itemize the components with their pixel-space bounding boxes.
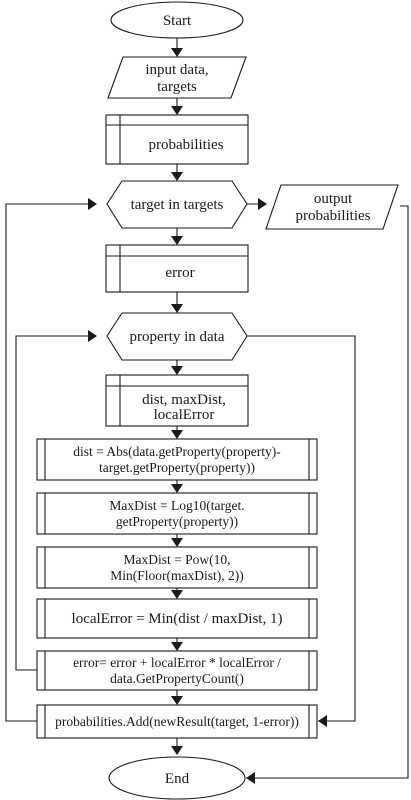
property-loop-label: property in data [130,329,225,345]
input-label-line2: targets [157,79,197,95]
add-result-process: probabilities.Add(newResult(target, 1-er… [36,704,318,739]
start-terminal: Start [110,1,244,39]
end-terminal: End [108,756,246,800]
dist-label-line1: dist = Abs(data.getProperty(property)- [73,444,281,459]
arrowhead [171,236,183,245]
local-error-process: localError = Min(dist / maxDist, 1) [36,598,318,639]
add-result-label: probabilities.Add(newResult(target, 1-er… [55,714,299,729]
maxdist-pow-label-line1: MaxDist = Pow(10, [124,552,231,567]
probabilities-label: probabilities [149,137,224,153]
probabilities-declaration: probabilities [105,114,249,165]
error-declaration: error [105,244,249,293]
property-loop: property in data [106,312,248,361]
arrowhead [171,746,183,755]
error-update-label-line1: error= error + localError * localError / [73,655,281,670]
local-error-label: localError = Min(dist / maxDist, 1) [72,611,283,627]
maxdist-pow-label-line2: Min(Floor(maxDist), 2)) [110,568,243,583]
arrowhead [88,330,97,342]
connector-output-to-end [246,205,409,779]
arrowhead [171,172,183,181]
connector-target-loopback [5,203,96,722]
arrowheads [88,48,327,784]
arrowhead [258,198,267,210]
error-label: error [165,265,194,281]
target-loop-label: target in targets [131,197,224,213]
end-label: End [165,771,190,787]
arrowhead [171,590,183,599]
arrowhead [88,198,97,210]
variables-label-line1: dist, maxDist, [142,392,226,408]
input-data-block: input data, targets [107,56,247,99]
maxdist-log-process: MaxDist = Log10(target. getProperty(prop… [36,492,318,535]
start-label: Start [163,13,192,29]
connector-property-loopback [15,335,96,671]
dist-label-line2: target.getProperty(property)) [99,460,255,475]
arrowhead [318,715,327,727]
arrowhead [246,772,255,784]
arrowhead [171,106,183,115]
arrowhead [171,366,183,375]
output-block: output probabilities [265,184,399,230]
arrowhead [171,48,183,57]
connector-property-exit [247,335,356,722]
arrowhead [171,642,183,651]
maxdist-log-label-line1: MaxDist = Log10(target. [109,498,244,513]
dist-process: dist = Abs(data.getProperty(property)- t… [36,438,318,481]
arrowhead [171,484,183,493]
arrowhead [171,430,183,439]
variables-declaration: dist, maxDist, localError [105,374,249,427]
arrowhead [171,304,183,313]
arrowhead [171,538,183,547]
arrowhead [171,696,183,705]
output-label-line1: output [314,191,353,207]
error-update-process: error= error + localError * localError /… [36,650,318,691]
output-label-line2: probabilities [296,208,371,224]
input-label-line1: input data, [145,62,208,78]
maxdist-pow-process: MaxDist = Pow(10, Min(Floor(maxDist), 2)… [36,546,318,589]
error-update-label-line2: data.GetPropertyCount() [110,671,244,686]
target-loop: target in targets [106,180,248,229]
maxdist-log-label-line2: getProperty(property)) [116,514,238,529]
variables-label-line2: localError [154,407,215,423]
